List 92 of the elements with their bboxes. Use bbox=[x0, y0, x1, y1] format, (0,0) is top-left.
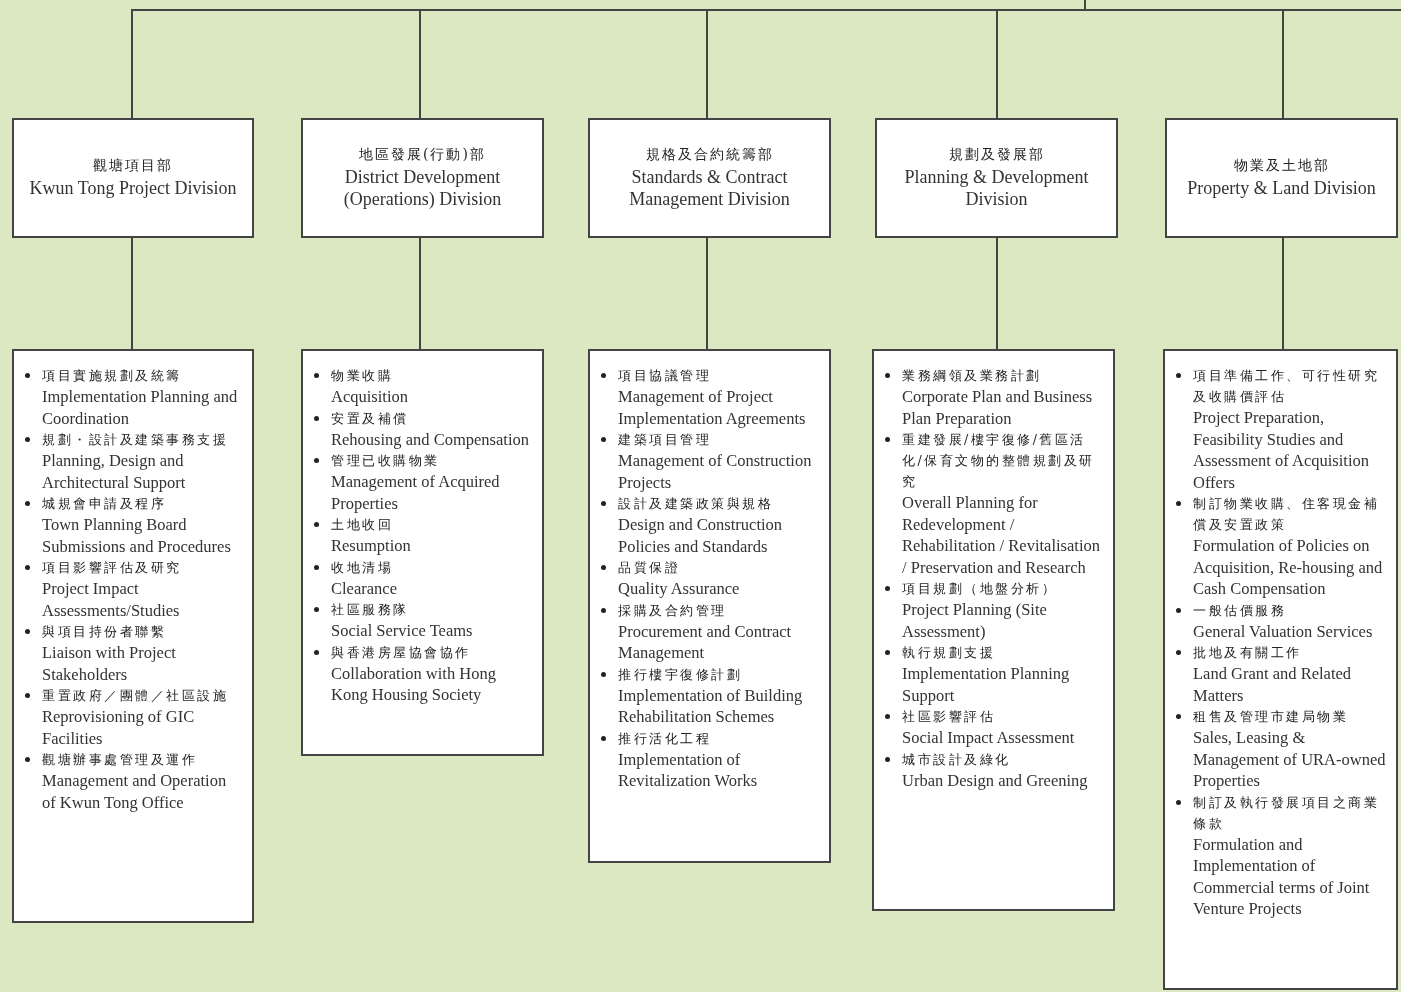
duty-chinese: 品質保證 bbox=[618, 559, 681, 577]
duty-english: Procurement and Contract Management bbox=[618, 620, 793, 664]
duty-english: Planning, Design and Architectural Support bbox=[42, 450, 187, 493]
duty-chinese: 社區服務隊 bbox=[331, 601, 410, 619]
duty-chinese: 與項目持份者聯繫 bbox=[42, 623, 167, 641]
duties-box bbox=[301, 349, 544, 756]
duty-english: Project Impact Assessments/Studies bbox=[42, 578, 181, 621]
duty-chinese: 觀塘辦事處管理及運作 bbox=[42, 751, 198, 769]
duty-english: Management of Project Implementation Agreements bbox=[618, 386, 807, 429]
duty-chinese: 項目實施規劃及統籌 bbox=[42, 367, 183, 385]
duty-chinese: 項目影響評估及研究 bbox=[42, 559, 183, 577]
duty-english: Design and Construction Policies and Standards bbox=[618, 514, 784, 557]
duty-english: Social Impact Assessment bbox=[902, 727, 1076, 749]
duty-english: Acquisition bbox=[331, 386, 409, 408]
division-name-chinese: 規劃及發展部 bbox=[948, 146, 1045, 164]
division-name-chinese: 物業及土地部 bbox=[1233, 157, 1330, 175]
duty-english: General Valuation Services bbox=[1193, 620, 1374, 642]
duty-english: Sales, Leasing & Management of URA-owned Properties bbox=[1193, 727, 1387, 792]
duty-chinese: 社區影響評估 bbox=[902, 708, 996, 726]
division-box bbox=[301, 118, 544, 238]
duty-chinese: 物業收購 bbox=[331, 367, 394, 385]
connector-line bbox=[996, 237, 998, 350]
duty-english: Formulation and Implementation of Commercial terms of Joint Venture Projects bbox=[1193, 833, 1371, 920]
division-name-chinese: 地區發展(行動)部 bbox=[359, 146, 486, 164]
duty-english: Reprovisioning of GIC Facilities bbox=[42, 706, 196, 749]
duties-box bbox=[1163, 349, 1398, 990]
connector-line bbox=[419, 237, 421, 350]
duty-chinese: 批地及有關工作 bbox=[1193, 644, 1303, 662]
duty-chinese: 業務綱領及業務計劃 bbox=[902, 367, 1043, 385]
division-name: Planning & Development Division bbox=[903, 166, 1090, 210]
duty-english: Management and Operation of Kwun Tong Office bbox=[42, 770, 228, 813]
duty-chinese: 推行活化工程 bbox=[618, 729, 712, 748]
duty-english: Implementation of Building Rehabilitation Schemes bbox=[618, 684, 804, 728]
division-box bbox=[12, 118, 254, 238]
duty-english: Resumption bbox=[331, 535, 412, 557]
duty-chinese: 項目規劃（地盤分析） bbox=[902, 580, 1058, 598]
connector-line bbox=[1282, 237, 1284, 350]
division-name-chinese: 觀塘項目部 bbox=[93, 157, 173, 175]
duty-english: Implementation Planning and Coordination bbox=[42, 386, 239, 429]
duties-box bbox=[588, 349, 831, 863]
duty-chinese: 制訂及執行發展項目之商業條款 bbox=[1193, 793, 1380, 833]
duty-chinese: 採購及合約管理 bbox=[618, 601, 728, 620]
duty-english: Urban Design and Greening bbox=[902, 769, 1089, 791]
duties-box bbox=[872, 349, 1115, 911]
connector-line bbox=[706, 237, 708, 350]
connector-line bbox=[1084, 0, 1284, 119]
duty-english: Project Planning (Site Assessment) bbox=[902, 599, 1048, 642]
duty-chinese: 推行樓宇復修計劃 bbox=[618, 665, 743, 684]
duty-chinese: 與香港房屋協會協作 bbox=[331, 643, 472, 662]
division-name: Property & Land Division bbox=[1187, 177, 1376, 199]
duty-english: Town Planning Board Submissions and Procedures bbox=[42, 514, 232, 557]
duty-english: Clearance bbox=[331, 577, 398, 599]
division-name: Standards & Contract Management Division bbox=[628, 166, 791, 210]
duty-chinese: 項目協議管理 bbox=[618, 367, 712, 385]
duty-english: Formulation of Policies on Acquisition, Re-housing and Cash Compensation bbox=[1193, 535, 1384, 600]
duty-chinese: 建築項目管理 bbox=[618, 431, 712, 449]
division-name-chinese: 規格及合約統籌部 bbox=[645, 146, 774, 164]
duty-english: Corporate Plan and Business Plan Preparation bbox=[902, 386, 1094, 429]
duty-chinese: 租售及管理市建局物業 bbox=[1193, 708, 1349, 726]
duty-chinese: 執行規劃支援 bbox=[902, 644, 996, 662]
duty-english: Rehousing and Compensation bbox=[331, 428, 530, 450]
duty-chinese: 城市設計及綠化 bbox=[902, 750, 1012, 769]
duty-chinese: 項目準備工作、可行性研究及收購價評估 bbox=[1193, 367, 1380, 406]
duty-chinese: 重建發展/樓宇復修/舊區活化/保育文物的整體規劃及研究 bbox=[902, 431, 1096, 491]
division-box bbox=[1165, 118, 1398, 238]
duty-chinese: 管理已收購物業 bbox=[331, 452, 441, 470]
division-box bbox=[588, 118, 831, 238]
duty-chinese: 土地收回 bbox=[331, 516, 394, 534]
duty-english: Project Preparation, Feasibility Studies and Assessment of Acquisition Offers bbox=[1193, 407, 1370, 493]
duty-english: Implementation Planning Support bbox=[902, 663, 1071, 706]
division-name: District Development (Operations) Division bbox=[342, 166, 503, 210]
division-box bbox=[875, 118, 1118, 238]
duty-chinese: 規劃・設計及建築事務支援 bbox=[42, 431, 229, 449]
duty-english: Social Service Teams bbox=[331, 620, 474, 642]
duty-english: Land Grant and Related Matters bbox=[1193, 663, 1353, 706]
duty-english: Quality Assurance bbox=[618, 578, 741, 600]
duty-chinese: 安置及補償 bbox=[331, 409, 410, 428]
duty-chinese: 城規會申請及程序 bbox=[42, 495, 167, 513]
division-name: Kwun Tong Project Division bbox=[29, 177, 237, 199]
duty-english: Management of Acquired Properties bbox=[331, 471, 501, 514]
duty-english: Overall Planning for Redevelopment / Rehabilitation / Revitalisation / Preservation and Research bbox=[902, 492, 1101, 578]
duty-english: Management of Construction Projects bbox=[618, 450, 813, 493]
duty-chinese: 重置政府／團體／社區設施 bbox=[42, 687, 229, 705]
duties-box bbox=[12, 349, 254, 923]
connector-line bbox=[131, 237, 133, 350]
duty-english: Implementation of Revitalization Works bbox=[618, 748, 759, 792]
duty-chinese: 收地清場 bbox=[331, 558, 394, 577]
duty-english: Liaison with Project Stakeholders bbox=[42, 642, 177, 685]
duty-chinese: 制訂物業收購、住客現金補償及安置政策 bbox=[1193, 495, 1380, 534]
duty-chinese: 一般估價服務 bbox=[1193, 601, 1287, 620]
duty-english: Collaboration with Hong Kong Housing Society bbox=[331, 662, 497, 706]
duty-chinese: 設計及建築政策與規格 bbox=[618, 495, 774, 513]
